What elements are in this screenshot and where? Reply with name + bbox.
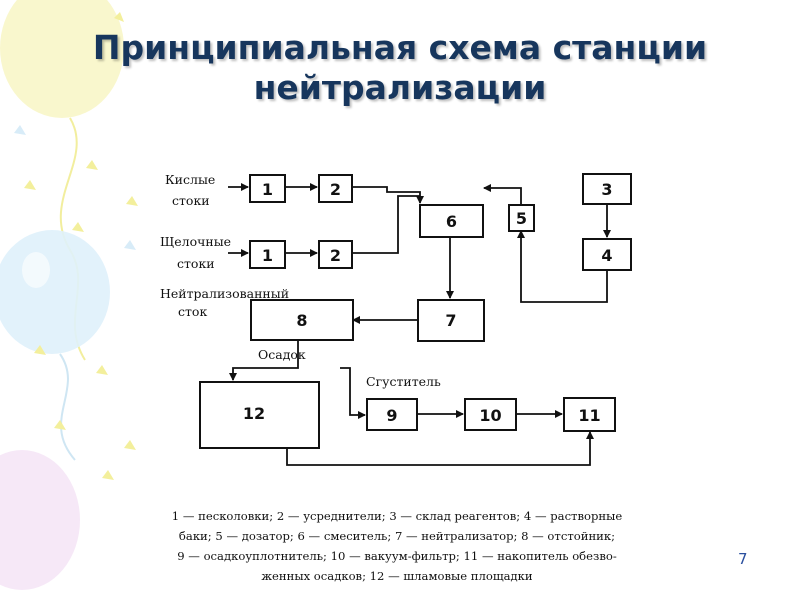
node-solution-tanks: 4 <box>582 238 632 271</box>
node-sludge-beds: 12 <box>199 381 320 449</box>
svg-text:11: 11 <box>578 406 600 425</box>
confetti <box>24 12 138 480</box>
node-mixer: 6 <box>419 204 484 238</box>
label-alkaline-line-2: стоки <box>177 256 215 271</box>
svg-text:8: 8 <box>296 311 307 330</box>
node-cake-storage: 11 <box>563 397 616 432</box>
diagram-legend: 1 — песколовки; 2 — усреднители; 3 — скл… <box>128 506 666 586</box>
legend-line-1: 1 — песколовки; 2 — усреднители; 3 — скл… <box>171 509 623 523</box>
label-acid-line-1: Кислые <box>165 172 215 187</box>
svg-text:10: 10 <box>479 406 501 425</box>
slide-title: Принципиальная схема станции нейтрализац… <box>40 28 760 108</box>
flow-12-to-11 <box>286 431 594 466</box>
flow-5-to-mixer <box>483 184 522 205</box>
flow-4-to-5 <box>517 230 608 303</box>
slide-title-line-1: Принципиальная схема станции <box>92 28 708 67</box>
svg-text:9: 9 <box>386 406 397 425</box>
balloon-string <box>59 353 76 461</box>
svg-text:4: 4 <box>601 246 612 265</box>
flow-8-to-12 <box>229 340 299 381</box>
node-vacuum-filter: 10 <box>464 398 517 431</box>
node-dosing-unit: 5 <box>508 204 535 232</box>
slide-number: 7 <box>738 550 748 568</box>
flow-acid-to-mixer <box>352 186 424 204</box>
svg-text:1: 1 <box>262 180 273 199</box>
confetti-blue <box>14 125 136 250</box>
node-sand-trap-alkaline: 1 <box>249 240 286 269</box>
node-reagent-storage: 3 <box>582 173 632 205</box>
node-equalizer-alkaline: 2 <box>318 240 353 269</box>
flow-sediment-to-9 <box>340 367 366 419</box>
node-equalizer-acid: 2 <box>318 174 353 203</box>
balloon-pink <box>0 450 80 590</box>
svg-text:12: 12 <box>243 404 265 423</box>
svg-text:7: 7 <box>445 311 456 330</box>
legend-line-4: женных осадков; 12 — шламовые площадки <box>261 569 533 583</box>
node-neutralizer: 7 <box>417 299 485 342</box>
label-neutralized-line-2: сток <box>178 304 207 319</box>
balloon-yellow <box>0 0 124 118</box>
node-sand-trap-acid: 1 <box>249 174 286 203</box>
label-sediment: Осадок <box>258 347 306 362</box>
node-sludge-thickener: 9 <box>366 398 418 431</box>
svg-text:1: 1 <box>262 246 273 265</box>
svg-text:3: 3 <box>601 180 612 199</box>
svg-text:2: 2 <box>330 246 341 265</box>
svg-text:5: 5 <box>516 209 527 228</box>
balloon-blue-highlight <box>22 252 50 288</box>
label-acid-line-2: стоки <box>172 193 210 208</box>
slide-title-line-2: нейтрализации <box>253 68 547 107</box>
flow-alkaline-to-mixer <box>352 195 420 254</box>
legend-line-3: 9 — осадкоуплотнитель; 10 — вакуум-фильт… <box>177 549 617 563</box>
label-alkaline-line-1: Щелочные <box>160 234 231 249</box>
svg-text:6: 6 <box>446 212 457 231</box>
legend-line-2: баки; 5 — дозатор; 6 — смеситель; 7 — не… <box>178 529 616 543</box>
node-settler: 8 <box>250 299 354 341</box>
label-neutralized-line-1: Нейтрализованный <box>160 286 289 301</box>
svg-text:2: 2 <box>330 180 341 199</box>
flow-lines <box>228 183 611 466</box>
label-thickener: Сгуститель <box>366 374 441 389</box>
